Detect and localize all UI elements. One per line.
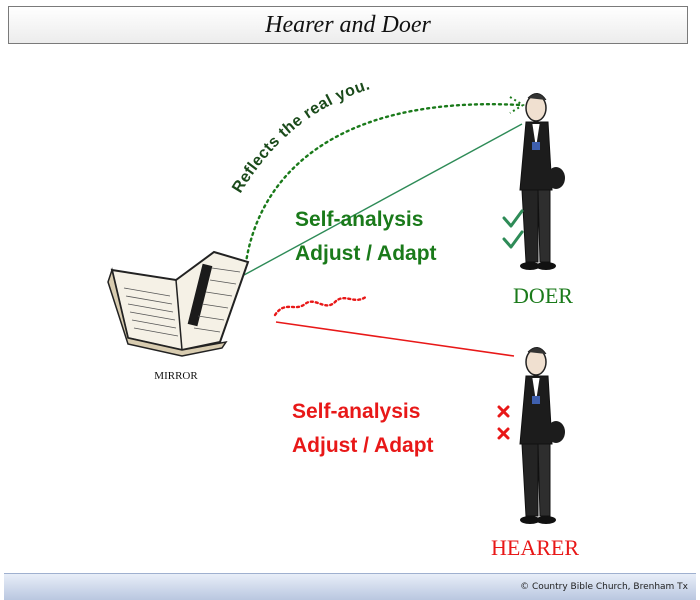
hearer-cross-icon-2 <box>497 427 510 440</box>
reflects-text: Reflects the real you. <box>229 76 372 196</box>
title-bar: Hearer and Doer <box>8 6 688 44</box>
hearer-connector-line <box>275 321 515 357</box>
hearer-doer-diagram: Reflects the real you. MIRROR <box>107 76 579 560</box>
hearer-step-adjust-adapt: Adjust / Adapt <box>292 434 434 457</box>
doer-step-adjust-adapt: Adjust / Adapt <box>295 242 437 265</box>
hearer-figure <box>519 347 565 524</box>
slide-title: Hearer and Doer <box>265 11 431 38</box>
hearer-step-self-analysis: Self-analysis <box>292 400 420 423</box>
mirror-label: MIRROR <box>154 370 198 382</box>
mirror-book-illustration <box>107 250 250 357</box>
doer-step-self-analysis: Self-analysis <box>295 208 423 231</box>
reflection-arrowhead <box>509 96 525 114</box>
footer-bar: © Country Bible Church, Brenham Tx <box>4 573 696 600</box>
doer-check-icon-2 <box>502 230 524 249</box>
reflection-dotted-arc <box>243 103 522 272</box>
doer-connector-line <box>243 123 523 276</box>
doer-figure <box>519 93 565 270</box>
hearer-cross-icon-1 <box>497 405 510 418</box>
hearer-squiggle-line <box>273 294 369 317</box>
copyright-text: © Country Bible Church, Brenham Tx <box>520 582 688 592</box>
hearer-label: HEARER <box>491 535 579 560</box>
doer-check-icon-1 <box>502 209 524 228</box>
doer-label: DOER <box>513 283 573 308</box>
